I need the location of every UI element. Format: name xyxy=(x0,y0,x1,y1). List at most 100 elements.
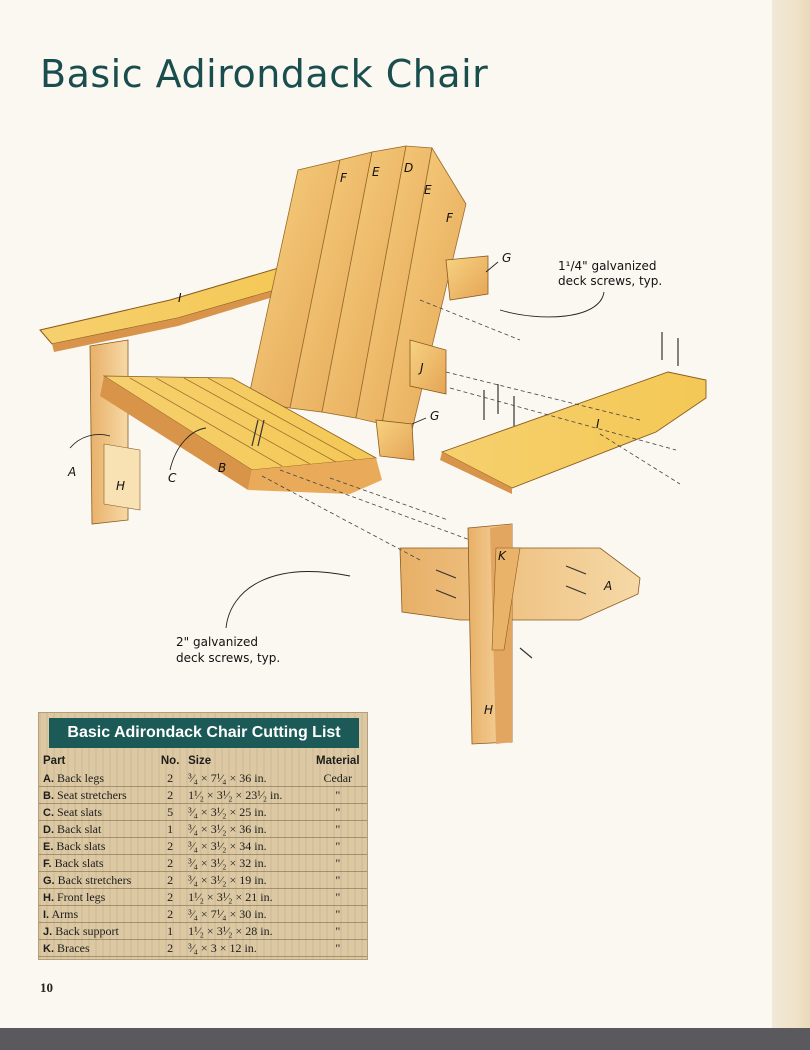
cell-no: 5 xyxy=(154,803,185,821)
cell-size: ³⁄₄ × 7¹⁄₄ × 30 in. xyxy=(184,905,307,923)
label-h-left: H xyxy=(116,479,125,493)
cell-part-name: Seat slats xyxy=(57,804,102,819)
cell-material: " xyxy=(306,837,367,855)
cell-part-name: Seat stretchers xyxy=(57,787,127,802)
cell-part: A. Back legs xyxy=(39,770,155,787)
cell-no: 2 xyxy=(154,905,185,923)
cell-part-name: Back slats xyxy=(54,855,104,870)
cell-size: 1¹⁄₂ × 3¹⁄₂ × 28 in. xyxy=(184,922,307,940)
cell-part: D. Back slat xyxy=(39,820,155,838)
callout-notes: 1¹/4" galvanized deck screws, typ. 2" ga… xyxy=(176,259,662,665)
cell-part-letter: K. xyxy=(43,942,54,955)
cell-part-name: Back support xyxy=(55,923,119,938)
cell-part-name: Braces xyxy=(57,940,90,955)
assembly-lines xyxy=(261,299,681,561)
cell-part-name: Back slat xyxy=(57,821,102,836)
cell-part: I. Arms xyxy=(39,905,155,923)
back-slats xyxy=(247,145,467,431)
label-k: K xyxy=(498,549,507,563)
left-front-leg xyxy=(89,339,141,525)
cell-part-letter: F. xyxy=(43,857,52,870)
cell-part-name: Front legs xyxy=(57,889,106,904)
cell-material: " xyxy=(306,888,367,906)
cell-size: ³⁄₄ × 3¹⁄₂ × 25 in. xyxy=(184,803,307,821)
right-back-leg xyxy=(399,547,641,621)
cell-no: 2 xyxy=(154,854,185,872)
cell-part: K. Braces xyxy=(39,939,155,957)
part-label-group: F E D E F G I J G I A H C B K A H xyxy=(67,161,612,717)
screws xyxy=(251,332,679,659)
cell-material: " xyxy=(306,803,367,821)
col-part: Part xyxy=(43,755,66,767)
label-f-left: F xyxy=(340,171,348,185)
cell-part: E. Back slats xyxy=(39,837,155,855)
cutting-list-title: Basic Adirondack Chair Cutting List xyxy=(49,718,359,748)
col-size: Size xyxy=(188,755,212,767)
cell-no: 2 xyxy=(154,888,185,906)
cell-part: H. Front legs xyxy=(39,888,155,906)
label-d: D xyxy=(404,161,413,175)
cell-no: 2 xyxy=(154,770,185,787)
cell-part-letter: D. xyxy=(43,823,54,836)
page-title: Basic Adirondack Chair xyxy=(40,52,489,96)
cell-part-letter: J. xyxy=(43,925,53,938)
cell-material: " xyxy=(306,939,367,957)
back-stretcher-upper xyxy=(445,255,489,301)
label-f-right: F xyxy=(446,211,454,225)
cell-material: " xyxy=(306,786,367,804)
bottom-bar xyxy=(0,1028,810,1050)
cell-size: 1¹⁄₂ × 3¹⁄₂ × 23¹⁄₂ in. xyxy=(184,786,307,804)
cell-material: " xyxy=(306,820,367,838)
cell-size: ³⁄₄ × 3¹⁄₂ × 36 in. xyxy=(184,820,307,838)
brace xyxy=(491,547,521,651)
cutting-list-header-row: Part No. Size Material xyxy=(39,752,367,770)
cell-part-name: Back legs xyxy=(57,770,104,785)
cell-no: 2 xyxy=(154,871,185,889)
cell-part: F. Back slats xyxy=(39,854,155,872)
left-arm xyxy=(39,263,297,352)
cell-part-letter: B. xyxy=(43,789,54,802)
cell-size: 1¹⁄₂ × 3¹⁄₂ × 21 in. xyxy=(184,888,307,906)
cell-material: " xyxy=(306,922,367,940)
page-number: 10 xyxy=(40,980,53,995)
cell-part-letter: A. xyxy=(43,772,54,785)
cell-no: 2 xyxy=(154,837,185,855)
cell-size: ³⁄₄ × 7¹⁄₄ × 36 in. xyxy=(184,770,307,787)
note-bottom-line1: 2" galvanized xyxy=(176,635,258,649)
col-no: No. xyxy=(160,755,180,767)
label-g-lower: G xyxy=(430,409,439,423)
cell-no: 1 xyxy=(154,922,185,940)
cell-part-letter: I. xyxy=(43,908,50,921)
back-stretcher-lower xyxy=(375,419,415,461)
cell-part: C. Seat slats xyxy=(39,803,155,821)
exploded-diagram: F E D E F G I J G I A H C B K A H 1¹/4" … xyxy=(39,145,707,745)
label-g-upper: G xyxy=(502,251,511,265)
label-e-right: E xyxy=(424,183,432,197)
label-j: J xyxy=(418,361,424,375)
label-i-left: I xyxy=(178,291,182,305)
note-top-line1: 1¹/4" galvanized xyxy=(558,259,656,273)
cell-part: G. Back stretchers xyxy=(39,871,155,889)
note-bottom-line2: deck screws, typ. xyxy=(176,651,280,665)
cell-part: J. Back support xyxy=(39,922,155,940)
cell-material: Cedar xyxy=(306,770,367,787)
back-support xyxy=(409,339,447,395)
seat xyxy=(100,375,382,494)
label-a-left: A xyxy=(67,465,76,479)
cell-material: " xyxy=(306,905,367,923)
cell-part-name: Back stretchers xyxy=(57,872,132,887)
label-c: C xyxy=(168,471,177,485)
cell-size: ³⁄₄ × 3¹⁄₂ × 19 in. xyxy=(184,871,307,889)
cell-part: B. Seat stretchers xyxy=(39,786,155,804)
